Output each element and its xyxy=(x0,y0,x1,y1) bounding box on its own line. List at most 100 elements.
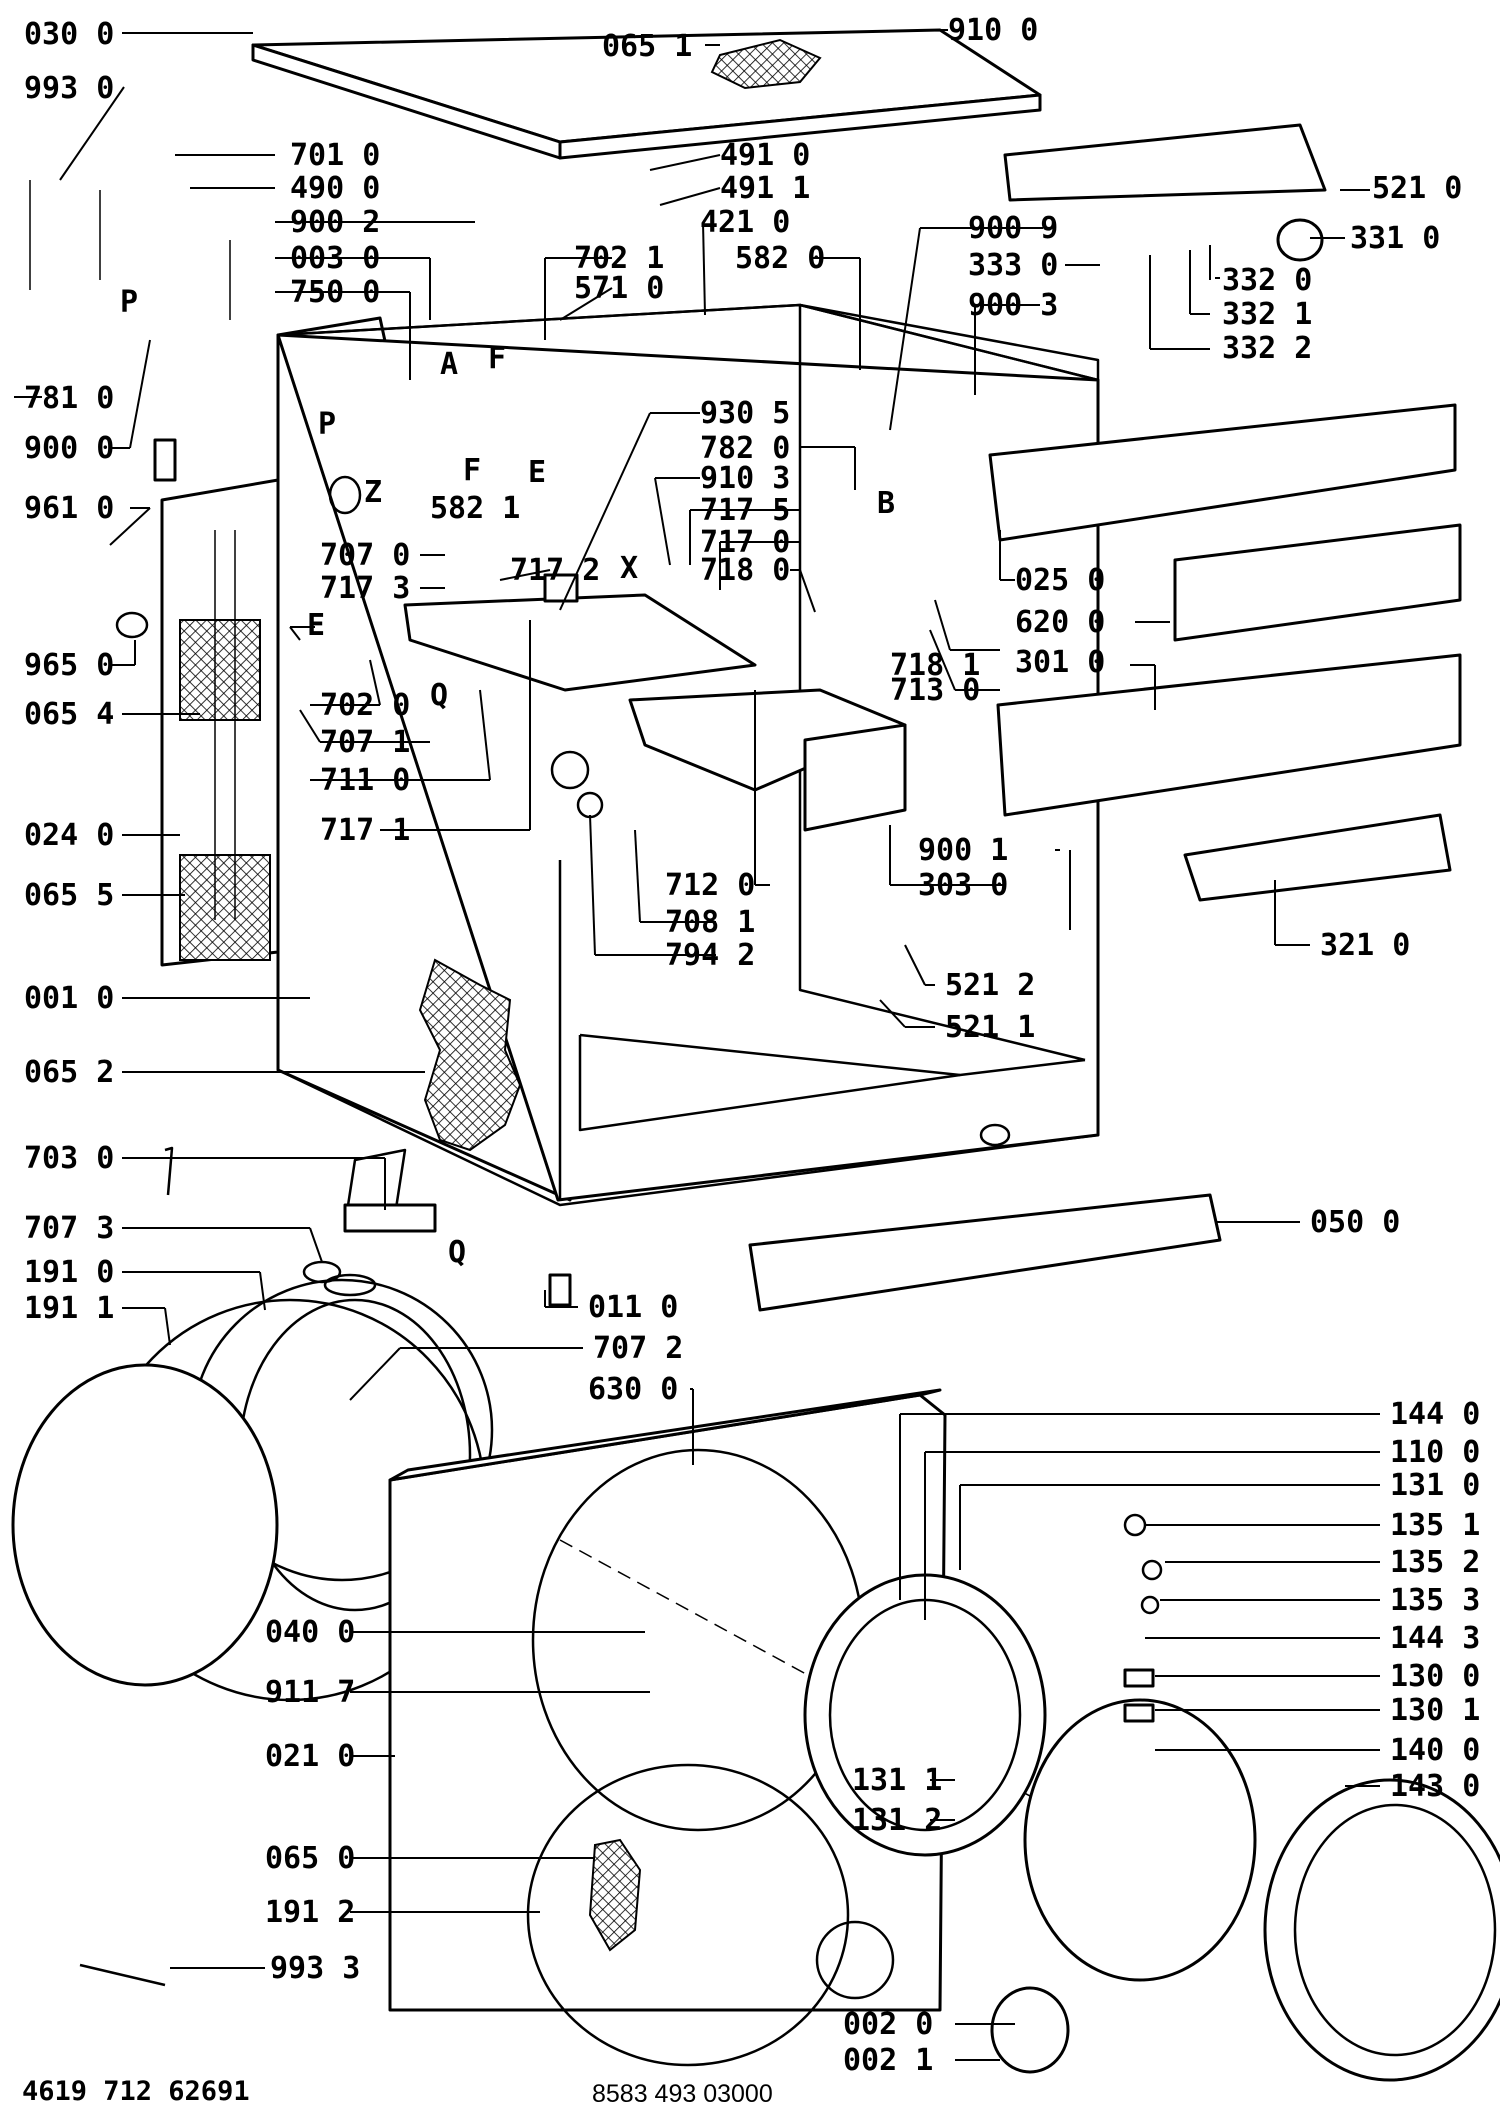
label-025-0: 025 0 xyxy=(1015,563,1105,598)
label-707-2: 707 2 xyxy=(593,1331,683,1366)
plinth-part xyxy=(748,1193,1222,1312)
connection-letters: A P P Z F F E E B X Q Q xyxy=(120,285,895,1270)
letter-p-top: P xyxy=(120,285,138,320)
label-717-5: 717 5 xyxy=(700,493,790,528)
label-332-2: 332 2 xyxy=(1222,331,1312,366)
footer-left-code: 4619 712 62691 xyxy=(22,2076,250,2107)
letter-x: X xyxy=(620,551,638,586)
label-040-0: 040 0 xyxy=(265,1615,355,1650)
label-750-0: 750 0 xyxy=(290,275,380,310)
label-332-0: 332 0 xyxy=(1222,263,1312,298)
label-024-0: 024 0 xyxy=(24,818,114,853)
letter-p-valve: P xyxy=(318,407,336,442)
label-011-0: 011 0 xyxy=(588,1290,678,1325)
label-582-0: 582 0 xyxy=(735,241,825,276)
label-321-0: 321 0 xyxy=(1320,928,1410,963)
label-421-0: 421 0 xyxy=(700,205,790,240)
label-794-2: 794 2 xyxy=(665,938,755,973)
label-144-3: 144 3 xyxy=(1390,1621,1480,1656)
label-333-0: 333 0 xyxy=(968,248,1058,283)
label-718-1: 718 1 xyxy=(890,648,980,683)
label-993-3: 993 3 xyxy=(270,1951,360,1986)
letter-e: E xyxy=(307,608,325,643)
label-701-0: 701 0 xyxy=(290,138,380,173)
label-130-0: 130 0 xyxy=(1390,1659,1480,1694)
label-131-2: 131 2 xyxy=(852,1803,942,1838)
label-191-2: 191 2 xyxy=(265,1895,355,1930)
label-702-0: 702 0 xyxy=(320,688,410,723)
label-135-2: 135 2 xyxy=(1390,1545,1480,1580)
label-331-0: 331 0 xyxy=(1350,221,1440,256)
label-961-0: 961 0 xyxy=(24,491,114,526)
label-965-0: 965 0 xyxy=(24,648,114,683)
label-131-0: 131 0 xyxy=(1390,1468,1480,1503)
label-303-0: 303 0 xyxy=(918,868,1008,903)
label-490-0: 490 0 xyxy=(290,171,380,206)
label-021-0: 021 0 xyxy=(265,1739,355,1774)
letter-a: A xyxy=(440,347,458,382)
label-065-2: 065 2 xyxy=(24,1055,114,1090)
detergent-drawer-parts xyxy=(403,593,907,832)
label-712-0: 712 0 xyxy=(665,868,755,903)
label-002-0: 002 0 xyxy=(843,2007,933,2042)
front-panel-part xyxy=(388,1388,1231,2067)
letter-e-top: E xyxy=(528,455,546,490)
label-191-0: 191 0 xyxy=(24,1255,114,1290)
label-003-0: 003 0 xyxy=(290,241,380,276)
label-030-0: 030 0 xyxy=(24,17,114,52)
letter-q: Q xyxy=(448,1235,466,1270)
label-110-0: 110 0 xyxy=(1390,1435,1480,1470)
label-065-5: 065 5 xyxy=(24,878,114,913)
label-711-0: 711 0 xyxy=(320,763,410,798)
label-707-1: 707 1 xyxy=(320,725,410,760)
label-910-0: 910 0 xyxy=(948,13,1038,48)
leader-lines xyxy=(14,29,1380,2061)
label-781-0: 781 0 xyxy=(24,381,114,416)
label-717-1: 717 1 xyxy=(320,813,410,848)
label-911-7: 911 7 xyxy=(265,1675,355,1710)
label-065-4: 065 4 xyxy=(24,697,114,732)
label-140-0: 140 0 xyxy=(1390,1733,1480,1768)
letter-f-top: F xyxy=(488,341,506,376)
label-717-0: 717 0 xyxy=(700,525,790,560)
side-panel-part xyxy=(160,478,280,967)
label-135-1: 135 1 xyxy=(1390,1508,1480,1543)
label-135-3: 135 3 xyxy=(1390,1583,1480,1618)
label-050-0: 050 0 xyxy=(1310,1205,1400,1240)
label-571-0: 571 0 xyxy=(574,271,664,306)
label-143-0: 143 0 xyxy=(1390,1769,1480,1804)
label-930-5: 930 5 xyxy=(700,396,790,431)
footer-center-code: 8583 493 03000 xyxy=(592,2080,773,2108)
label-491-0: 491 0 xyxy=(720,138,810,173)
label-900-2: 900 2 xyxy=(290,205,380,240)
label-707-3: 707 3 xyxy=(24,1211,114,1246)
label-065-0: 065 0 xyxy=(265,1841,355,1876)
label-130-1: 130 1 xyxy=(1390,1693,1480,1728)
label-301-0: 301 0 xyxy=(1015,645,1105,680)
label-620-0: 620 0 xyxy=(1015,605,1105,640)
label-708-1: 708 1 xyxy=(665,905,755,940)
door-parts xyxy=(803,1573,1500,2082)
letter-q-top: Q xyxy=(430,678,448,713)
letter-b: B xyxy=(877,486,895,521)
label-702-1: 702 1 xyxy=(574,241,664,276)
label-131-1: 131 1 xyxy=(852,1763,942,1798)
footer: 4619 712 62691 8583 493 03000 xyxy=(22,2076,773,2108)
label-491-1: 491 1 xyxy=(720,171,810,206)
label-900-9: 900 9 xyxy=(968,211,1058,246)
label-065-1: 065 1 xyxy=(602,29,692,64)
label-910-3: 910 3 xyxy=(700,461,790,496)
label-191-1: 191 1 xyxy=(24,1291,114,1326)
label-900-1: 900 1 xyxy=(918,833,1008,868)
label-630-0: 630 0 xyxy=(588,1372,678,1407)
label-582-1: 582 1 xyxy=(430,491,520,526)
label-717-3: 717 3 xyxy=(320,571,410,606)
label-900-3: 900 3 xyxy=(968,288,1058,323)
label-521-2: 521 2 xyxy=(945,968,1035,1003)
label-993-0: 993 0 xyxy=(24,71,114,106)
label-900-0: 900 0 xyxy=(24,431,114,466)
label-717-2: 717 2 xyxy=(510,553,600,588)
label-002-1: 002 1 xyxy=(843,2043,933,2078)
top-cover-part xyxy=(251,28,1042,160)
control-panel-parts xyxy=(988,123,1462,902)
